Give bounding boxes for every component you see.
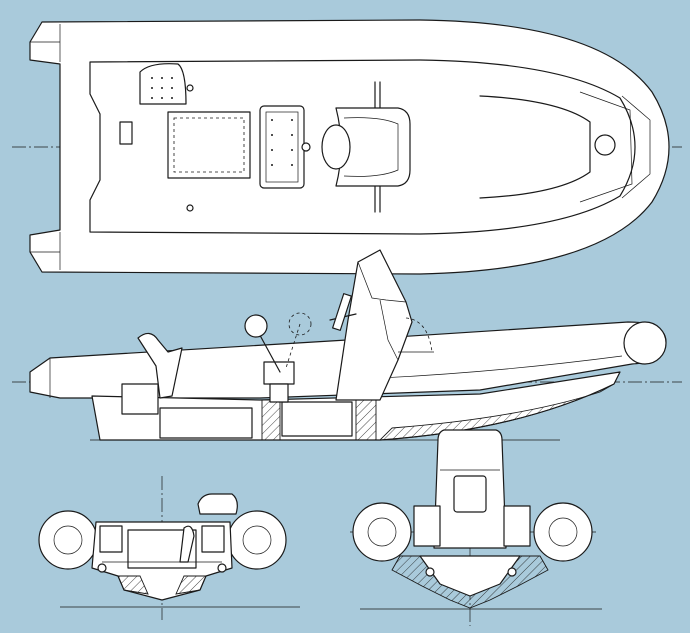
side-stern-box: [121, 383, 159, 415]
side-elevation: [12, 249, 682, 441]
plan-stern-locker: [167, 111, 251, 179]
plan-forward-locker: [479, 95, 591, 199]
stern-steering-column: [179, 525, 195, 563]
plan-jockey-seat: [259, 105, 305, 189]
side-console-swing-arc: [405, 317, 433, 353]
stern-hull-hatch-stbd: [175, 575, 207, 595]
side-steering-wheel: [332, 293, 352, 331]
side-hatch-frame-a: [261, 399, 281, 441]
side-throttle-knob-fwd: [244, 314, 268, 338]
side-bow-tube-end: [623, 321, 667, 365]
bow-cleat-stbd: [507, 567, 517, 577]
plan-steering-wheel: [321, 124, 351, 170]
bow-section: [350, 429, 602, 626]
stern-port-door: [99, 525, 123, 553]
stern-stbd-tube-inner: [242, 525, 272, 555]
plan-view: [12, 19, 682, 275]
side-jockey-pedestal: [269, 383, 289, 403]
plan-jockey-seat-dots: [271, 119, 293, 166]
stern-hull-hatch-port: [117, 575, 149, 595]
side-throttle-lever-back: [285, 323, 301, 369]
side-rear-seat: [137, 332, 183, 399]
side-jockey-seat: [263, 361, 295, 385]
side-console-base: [281, 401, 353, 437]
plan-fitting-b: [186, 204, 194, 212]
plan-jockey-seat-inner: [265, 111, 299, 183]
side-stern-locker: [159, 407, 253, 439]
side-console-panel: [379, 299, 399, 361]
bow-hull-inner: [419, 555, 521, 597]
plan-bow-chevron: [579, 91, 633, 203]
side-rubstrake: [379, 355, 623, 379]
side-console-windshield: [357, 261, 407, 303]
side-throttle-knob-back: [288, 312, 312, 336]
bow-cleat-port: [425, 567, 435, 577]
stern-cleat-port: [97, 563, 107, 573]
bow-port-tube-inner: [367, 517, 397, 547]
bow-seat-port: [413, 505, 441, 547]
plan-console-screen: [343, 117, 399, 177]
stern-stbd-door: [201, 525, 225, 553]
plan-stern-locker-hatch: [173, 117, 245, 173]
bow-console-hatch: [453, 475, 487, 513]
stern-section: [38, 476, 300, 620]
bow-stbd-tube: [533, 502, 593, 562]
bow-stbd-tube-inner: [548, 517, 578, 547]
plan-rear-seat: [139, 63, 187, 105]
plan-bow-inner: [621, 95, 651, 199]
plan-throttle: [301, 142, 311, 152]
plan-rear-seat-dots: [151, 77, 173, 99]
plan-fitting-a: [186, 84, 194, 92]
stern-seat-back: [197, 493, 238, 515]
bow-port-tube: [352, 502, 412, 562]
stern-cleat-stbd: [217, 563, 227, 573]
bow-seat-stbd: [503, 505, 531, 547]
plan-transom-cleat: [119, 121, 133, 145]
plan-bow-hatch: [594, 134, 616, 156]
stern-port-tube: [38, 510, 98, 570]
stern-stbd-tube: [227, 510, 287, 570]
stern-port-tube-inner: [53, 525, 83, 555]
side-hatch-frame-b: [355, 399, 377, 441]
